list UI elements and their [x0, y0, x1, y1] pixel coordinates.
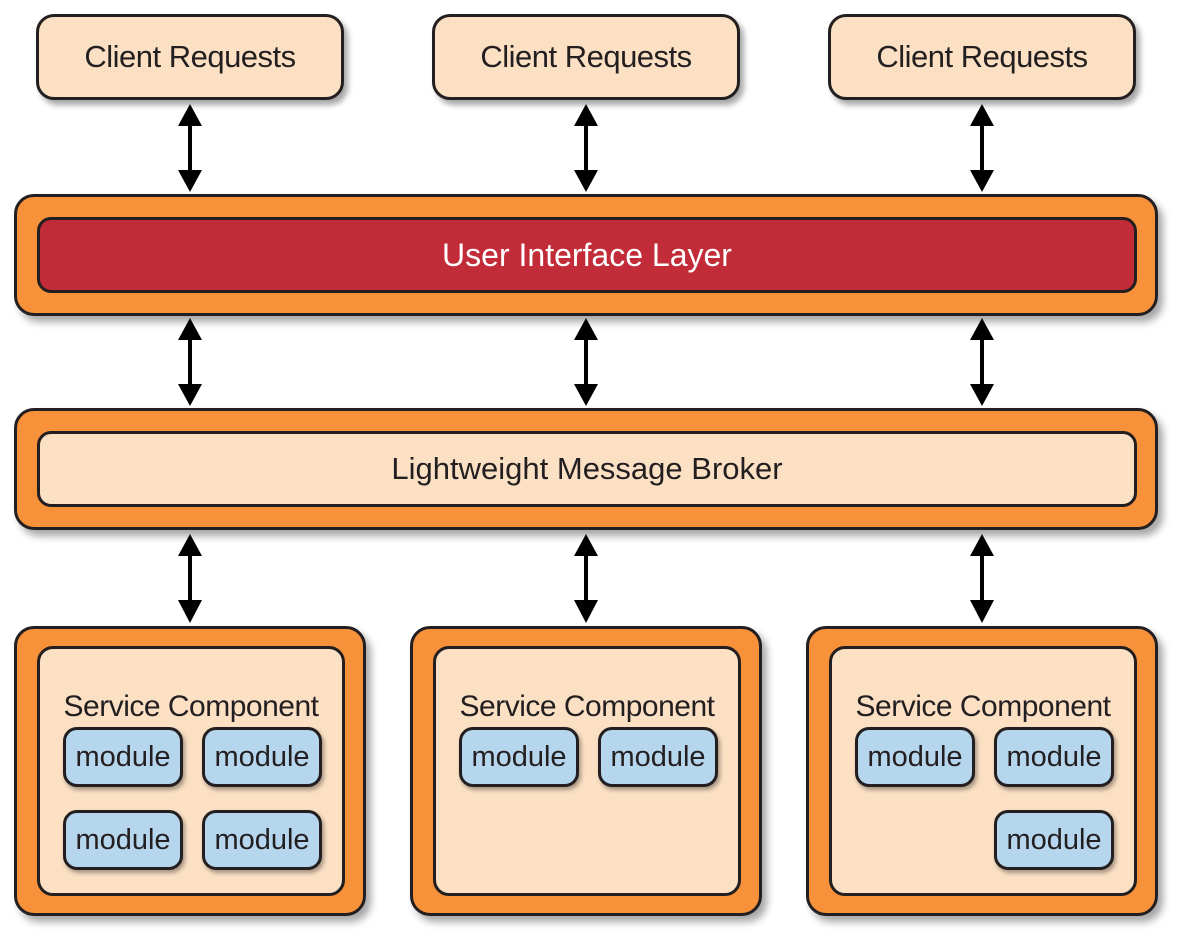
user-interface-layer-container: User Interface Layer — [14, 194, 1158, 316]
user-interface-layer: User Interface Layer — [37, 217, 1137, 293]
module-box: module — [994, 810, 1114, 870]
arrow-client-ui-1 — [178, 104, 202, 192]
service-component-container-2: Service Component module module — [410, 626, 762, 916]
module-box: module — [63, 727, 183, 787]
module-box: module — [994, 727, 1114, 787]
client-requests-box-3: Client Requests — [828, 14, 1136, 100]
service-component-title: Service Component — [459, 690, 715, 723]
arrow-ui-broker-3 — [970, 318, 994, 406]
module-box: module — [63, 810, 183, 870]
client-requests-box-1: Client Requests — [36, 14, 344, 100]
service-component-title: Service Component — [63, 690, 319, 723]
module-box: module — [202, 727, 322, 787]
client-requests-box-2: Client Requests — [432, 14, 740, 100]
lightweight-message-broker: Lightweight Message Broker — [37, 431, 1137, 507]
module-box: module — [202, 810, 322, 870]
arrow-ui-broker-2 — [574, 318, 598, 406]
arrow-broker-service-2 — [574, 534, 598, 623]
service-component-title: Service Component — [855, 690, 1111, 723]
service-component-3: Service Component module module module — [829, 646, 1137, 896]
arrow-client-ui-3 — [970, 104, 994, 192]
arrow-ui-broker-1 — [178, 318, 202, 406]
message-broker-container: Lightweight Message Broker — [14, 408, 1158, 530]
module-box: module — [855, 727, 975, 787]
arrow-broker-service-1 — [178, 534, 202, 623]
module-box: module — [598, 727, 718, 787]
module-box: module — [459, 727, 579, 787]
service-component-2: Service Component module module — [433, 646, 741, 896]
service-component-container-3: Service Component module module module — [806, 626, 1158, 916]
service-component-1: Service Component module module module m… — [37, 646, 345, 896]
service-component-container-1: Service Component module module module m… — [14, 626, 366, 916]
arrow-client-ui-2 — [574, 104, 598, 192]
arrow-broker-service-3 — [970, 534, 994, 623]
